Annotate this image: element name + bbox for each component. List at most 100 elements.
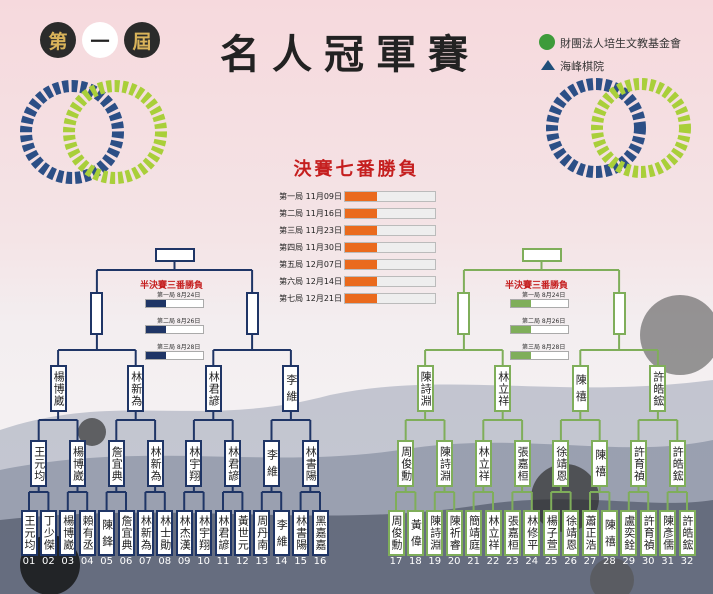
- player-number: 14: [274, 556, 288, 567]
- player-number: 05: [100, 556, 113, 567]
- player-box-r1: 周俊勳: [387, 510, 405, 556]
- final-game-label: 第四局 11月30日: [279, 243, 342, 252]
- player-number: 20: [447, 556, 461, 567]
- player-box-r1: 黑嘉嘉: [311, 510, 329, 556]
- player-box-r2: 許育禎: [630, 440, 647, 487]
- finalist-box-right: [521, 248, 562, 262]
- final-game-label: 第七局 12月21日: [279, 294, 342, 303]
- semi-title-right: 半決賽三番勝負: [505, 281, 569, 291]
- final-game-fill: [345, 226, 377, 235]
- player-box-r1: 楊子萱: [542, 510, 560, 556]
- player-number: 22: [486, 556, 500, 567]
- semi-game-label: 第三局 8月28日: [522, 344, 566, 351]
- player-box-r1: 陳詩淵: [426, 510, 444, 556]
- player-box-r2: 張嘉桓: [513, 440, 531, 487]
- player-box-r1: 李 維: [272, 510, 290, 556]
- player-number: 17: [389, 556, 403, 567]
- player-box-r1: 簡靖庭: [465, 510, 483, 556]
- player-number: 18: [409, 556, 422, 567]
- clover-logo-icon: [539, 34, 555, 50]
- final-game-label: 第三局 11月23日: [279, 226, 342, 235]
- player-box-r2: 林宇翔: [185, 440, 203, 487]
- semi-game-label: 第一局 8月24日: [157, 292, 201, 299]
- final-game-bar: [344, 293, 436, 304]
- final-game-bar: [344, 276, 436, 287]
- final-game-label: 第一局 11月09日: [279, 192, 342, 201]
- player-number: 01: [22, 556, 36, 567]
- player-box-r3: 陳詩淵: [416, 365, 434, 412]
- player-box-r1: 陳 禧: [600, 510, 618, 556]
- semi-winner-box: [245, 292, 259, 335]
- player-box-r1: 林書陽: [292, 510, 310, 556]
- player-number: 15: [294, 556, 307, 567]
- player-box-r1: 徐靖恩: [562, 510, 580, 556]
- player-box-r1: 林君諺: [214, 510, 232, 556]
- player-box-r1: 周丹南: [253, 510, 271, 556]
- player-box-r2: 王元均: [30, 440, 48, 487]
- player-number: 28: [603, 556, 616, 567]
- player-box-r1: 盧奕銓: [620, 510, 638, 556]
- player-box-r2: 林書陽: [301, 440, 319, 487]
- semi-winner-box: [457, 292, 471, 335]
- player-box-r1: 許育禎: [639, 510, 657, 556]
- player-box-r1: 陳 鋒: [98, 510, 116, 556]
- final-game-fill: [345, 243, 377, 252]
- player-number: 30: [641, 556, 655, 567]
- edition-badge-3: 屆: [124, 22, 160, 58]
- player-box-r2: 詹宜典: [107, 440, 125, 487]
- player-box-r1: 林杰漢: [175, 510, 193, 556]
- semi-winner-box: [612, 292, 626, 335]
- semi-game-bar: [510, 325, 569, 334]
- player-box-r1: 楊博崴: [59, 510, 77, 556]
- semi-game-fill: [511, 326, 531, 333]
- player-box-r1: 黃世元: [233, 510, 251, 556]
- player-box-r3: 李 維: [282, 365, 300, 412]
- player-box-r1: 丁少傑: [39, 510, 57, 556]
- final-game-fill: [345, 192, 377, 201]
- semi-game-fill: [511, 352, 531, 359]
- player-box-r2: 陳詩淵: [436, 440, 453, 487]
- player-box-r2: 楊博崴: [69, 440, 86, 487]
- final-game-fill: [345, 209, 377, 218]
- player-box-r1: 張嘉桓: [503, 510, 521, 556]
- player-box-r3: 許皓鋐: [649, 365, 667, 412]
- final-game-fill: [345, 294, 377, 303]
- player-number: 29: [622, 556, 636, 567]
- player-box-r2: 陳 禧: [591, 440, 609, 487]
- player-number: 23: [506, 556, 519, 567]
- player-number: 02: [42, 556, 55, 567]
- player-number: 21: [467, 556, 480, 567]
- player-box-r3: 林君諺: [204, 365, 222, 412]
- semi-game-bar: [510, 351, 569, 360]
- player-number: 11: [216, 556, 230, 567]
- player-number: 08: [158, 556, 172, 567]
- final-title: 決賽七番勝負: [293, 159, 420, 180]
- semi-winner-box: [90, 292, 104, 335]
- player-box-r1: 蕭正浩: [581, 510, 599, 556]
- player-box-r1: 王元均: [20, 510, 38, 556]
- player-number: 10: [197, 556, 210, 567]
- semi-game-bar: [145, 351, 204, 360]
- player-box-r3: 陳 禧: [571, 365, 589, 412]
- player-box-r2: 林新為: [146, 440, 164, 487]
- semi-game-label: 第一局 8月24日: [522, 292, 566, 299]
- player-number: 12: [236, 556, 249, 567]
- final-game-label: 第六局 12月14日: [279, 277, 342, 286]
- semi-game-bar: [145, 299, 204, 308]
- semi-game-bar: [145, 325, 204, 334]
- final-game-bar: [344, 225, 436, 236]
- final-game-label: 第二局 11月16日: [279, 209, 342, 218]
- player-number: 25: [544, 556, 558, 567]
- player-box-r2: 周俊勳: [397, 440, 415, 487]
- finalist-box-left: [154, 248, 195, 262]
- player-number: 32: [680, 556, 694, 567]
- player-box-r1: 詹宜典: [117, 510, 135, 556]
- semi-game-bar: [510, 299, 569, 308]
- player-number: 03: [61, 556, 75, 567]
- semi-game-label: 第二局 8月26日: [157, 318, 201, 325]
- player-box-r1: 林宇翔: [195, 510, 213, 556]
- player-box-r1: 許皓鋐: [678, 510, 696, 556]
- player-box-r1: 林修平: [523, 510, 541, 556]
